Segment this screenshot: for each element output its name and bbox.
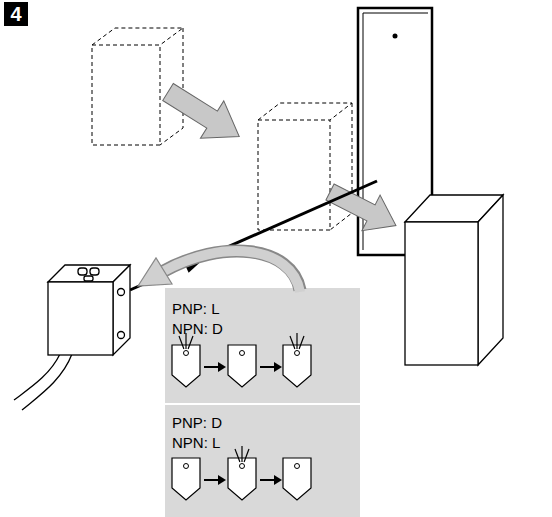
motion-arrow (156, 73, 251, 155)
output-mode-panel: PNP: DNPN: L (165, 406, 360, 460)
led-icon (228, 446, 282, 500)
led-icon (172, 333, 226, 387)
sensor (14, 265, 130, 410)
ghost-box (92, 28, 183, 145)
led-icon (283, 458, 311, 500)
mode-label: PNP: L (172, 299, 353, 319)
mode-label: NPN: D (172, 319, 353, 339)
led-icon (172, 458, 226, 500)
step-badge: 4 (4, 2, 28, 26)
solid-box (405, 195, 503, 365)
callout-panel (165, 288, 360, 517)
motion-arrow (321, 174, 405, 243)
step-number: 4 (4, 2, 28, 26)
mode-label: NPN: L (172, 433, 353, 453)
ghost-box (258, 103, 352, 230)
output-mode-panel: PNP: LNPN: D (165, 292, 360, 346)
callout-arrow (138, 251, 300, 292)
led-icon (228, 345, 282, 387)
led-icon (283, 333, 311, 387)
mode-label: PNP: D (172, 413, 353, 433)
